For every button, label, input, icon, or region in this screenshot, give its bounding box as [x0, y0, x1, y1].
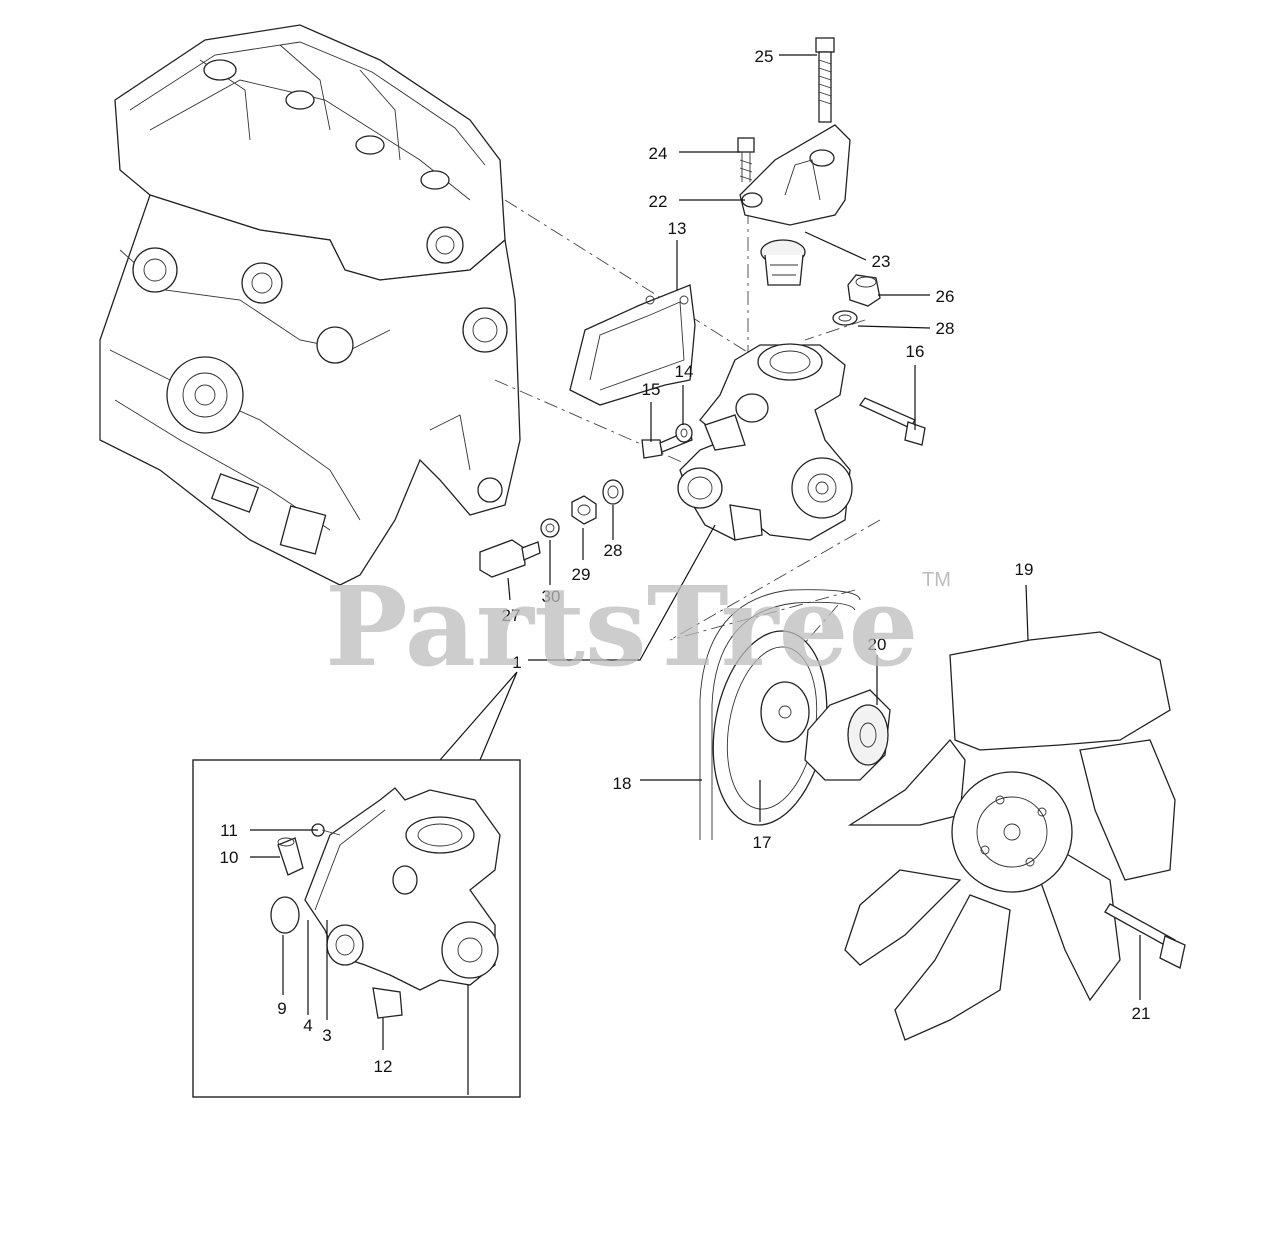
washer-14 — [675, 423, 693, 443]
callout-17: 17 — [753, 833, 772, 852]
callout-23: 23 — [872, 252, 891, 271]
bolt-25 — [815, 37, 835, 123]
callout-20: 20 — [868, 635, 887, 654]
inset-sensor-10 — [277, 837, 304, 876]
callout-29: 29 — [572, 565, 591, 584]
inset-detail — [192, 671, 521, 1098]
watermark-text: PartsTree — [325, 562, 919, 691]
belt-18 — [699, 589, 861, 840]
water-pump-assembly — [677, 343, 853, 541]
callout-16: 16 — [906, 342, 925, 361]
callout-10: 10 — [220, 848, 239, 867]
pulley-17 — [712, 630, 828, 826]
callout-19: 19 — [1015, 560, 1034, 579]
gasket-13 — [569, 284, 696, 406]
callout-14: 14 — [675, 362, 694, 381]
callout-26: 26 — [936, 287, 955, 306]
fan-19 — [844, 631, 1176, 1041]
nut-29 — [571, 495, 597, 525]
watermark: PartsTree TM — [325, 562, 951, 691]
thermostat-housing-cover-22 — [739, 124, 851, 226]
sensor-27 — [479, 539, 541, 578]
bolt-16 — [859, 397, 926, 446]
watermark-trademark: TM — [922, 569, 951, 591]
inset-oring-9 — [270, 896, 300, 934]
callout-1: 1 — [512, 653, 521, 672]
gasket-28-upper — [832, 310, 858, 326]
callout-12: 12 — [374, 1057, 393, 1076]
spacer-20 — [804, 689, 891, 781]
plug-26 — [847, 274, 881, 307]
callout-25: 25 — [755, 47, 774, 66]
callout-28-upper: 28 — [936, 319, 955, 338]
callout-21: 21 — [1132, 1004, 1151, 1023]
callout-13: 13 — [668, 219, 687, 238]
callout-3: 3 — [322, 1026, 331, 1045]
gasket-28-lower — [602, 479, 624, 505]
washer-30 — [540, 518, 560, 538]
callout-28-lower: 28 — [604, 541, 623, 560]
callout-9: 9 — [277, 999, 286, 1018]
callout-24: 24 — [649, 144, 668, 163]
callout-22: 22 — [649, 192, 668, 211]
engine-block — [99, 24, 521, 586]
callout-18: 18 — [613, 774, 632, 793]
thermostat-23 — [760, 239, 806, 286]
callout-15: 15 — [642, 380, 661, 399]
callout-4: 4 — [303, 1016, 312, 1035]
callout-30: 30 — [542, 587, 561, 606]
bolt-24 — [737, 137, 755, 182]
bolt-21 — [1104, 903, 1186, 969]
callout-11: 11 — [220, 821, 238, 840]
callout-labels: 1 3 4 9 10 11 12 13 14 15 16 17 18 19 20… — [220, 47, 1151, 1076]
inset-pump-body — [304, 787, 501, 1019]
leader-lines — [250, 54, 1141, 1095]
callout-27: 27 — [502, 606, 521, 625]
